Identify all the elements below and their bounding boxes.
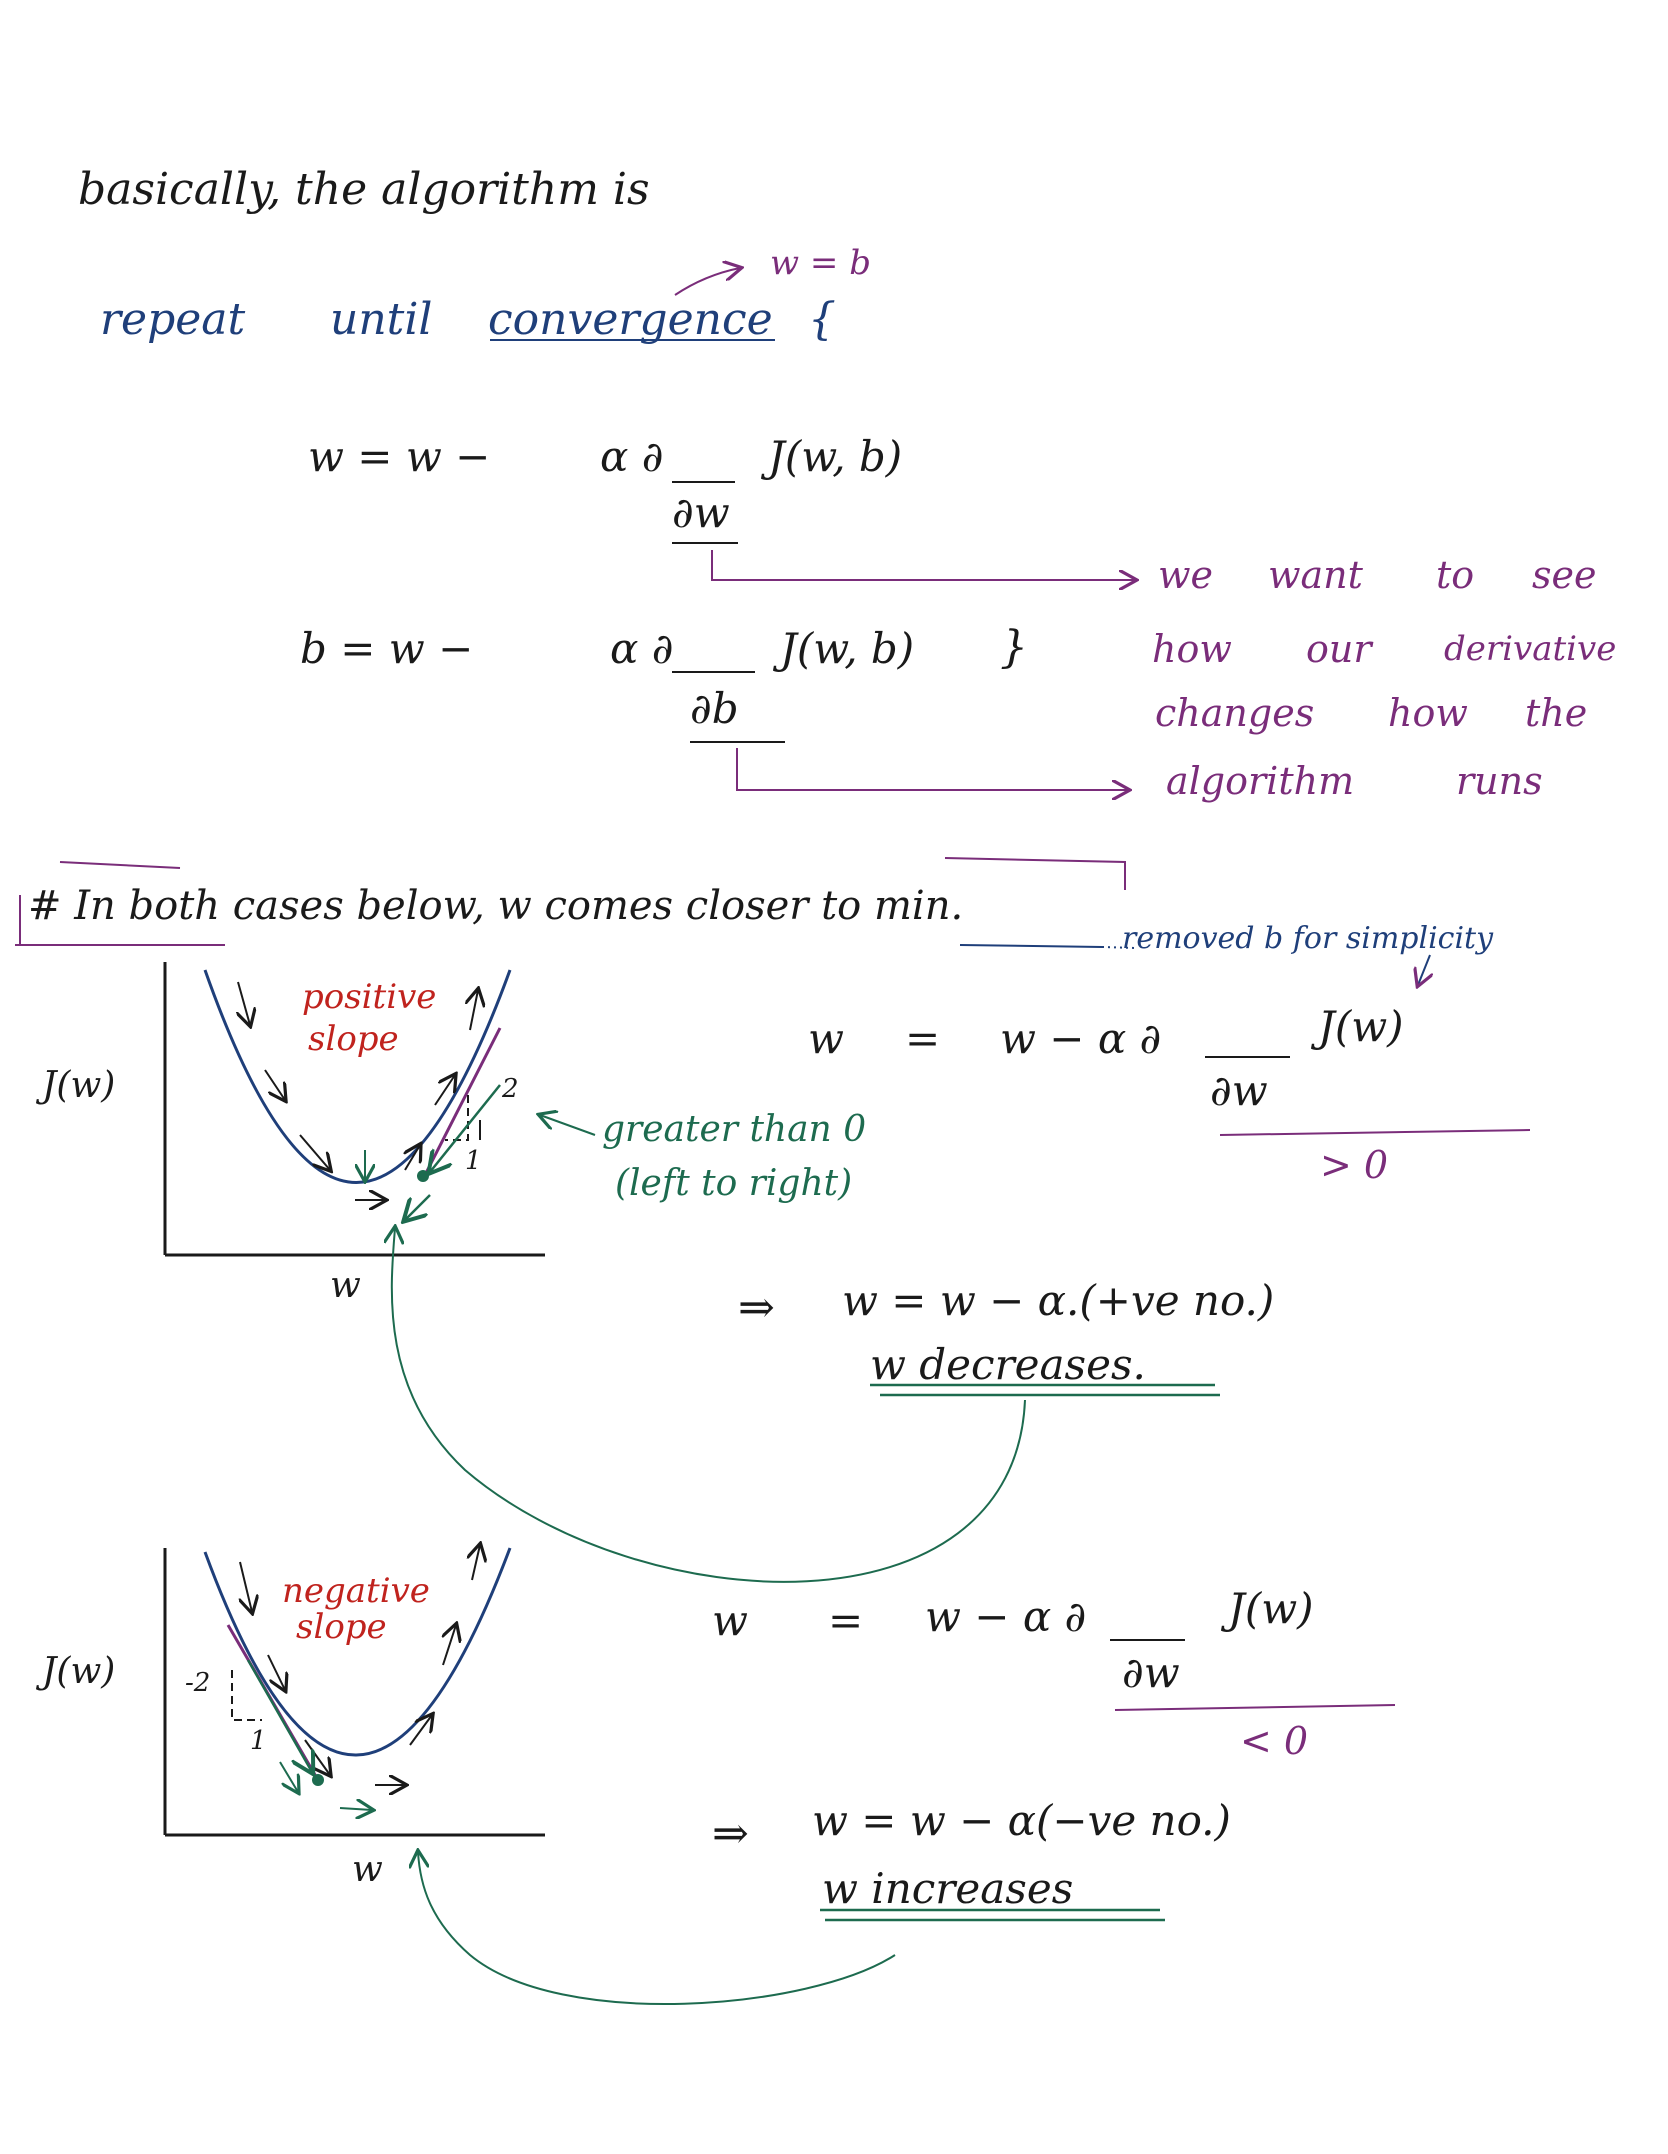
bracket-arrow-b xyxy=(736,748,1128,790)
convergence-annotation-arrow xyxy=(674,268,740,296)
note-word: how xyxy=(1152,627,1232,671)
negative-run: 1 xyxy=(250,1726,267,1756)
update-w-den: ∂w xyxy=(672,488,730,537)
loop-brace-open: { xyxy=(808,294,836,345)
graph-negative xyxy=(163,1545,545,1837)
note-word: runs xyxy=(1456,759,1543,803)
eq-positive-lhs: w xyxy=(808,1014,844,1063)
repeat-keyword: repeat xyxy=(100,294,246,345)
note-word: derivative xyxy=(1444,629,1617,669)
note-word: algorithm xyxy=(1166,759,1355,803)
note-word: we xyxy=(1158,553,1214,597)
decrease-loop-arrow xyxy=(392,1228,1026,1583)
note-word: want xyxy=(1268,553,1363,597)
eq-positive-result: w = w − α.(+ve no.) xyxy=(842,1276,1275,1325)
negative-slope-label-1: negative xyxy=(282,1571,430,1611)
update-w-func: J(w, b) xyxy=(768,432,903,481)
eq-positive-den: ∂w xyxy=(1210,1066,1268,1115)
bracket-arrow-w xyxy=(711,550,1135,580)
update-w-lhs: w = w − xyxy=(308,432,491,481)
negative-slope-label-2: slope xyxy=(296,1607,387,1647)
positive-run: 1 xyxy=(465,1146,482,1176)
update-b-func: J(w, b) xyxy=(780,624,915,673)
graph-negative-ylabel: J(w) xyxy=(42,1651,116,1692)
eq-negative-rhs: w − α ∂ xyxy=(925,1592,1087,1641)
loop-brace-close: } xyxy=(1000,622,1028,673)
negative-rise: -2 xyxy=(185,1668,211,1698)
left-to-right-note: (left to right) xyxy=(615,1163,853,1204)
note-word: changes xyxy=(1155,691,1315,735)
until-keyword: until xyxy=(330,294,433,345)
graph-positive-point xyxy=(417,1170,429,1182)
eq-negative-conclusion: w increases xyxy=(822,1864,1074,1913)
eq-negative-implies: ⇒ xyxy=(712,1808,749,1859)
positive-slope-label-2: slope xyxy=(308,1019,399,1059)
eq-negative-sign: < 0 xyxy=(1240,1719,1309,1763)
eq-positive-func: J(w) xyxy=(1318,1002,1404,1051)
graph-positive-xlabel: w xyxy=(330,1265,361,1306)
eq-negative-lhs: w xyxy=(712,1596,748,1645)
positive-rise: 2 xyxy=(502,1074,519,1104)
eq-negative-den: ∂w xyxy=(1122,1648,1180,1697)
note-word: our xyxy=(1306,627,1372,671)
update-b-alpha: α ∂ xyxy=(610,624,674,673)
greater-than-zero-note: greater than 0 xyxy=(602,1109,867,1150)
eq-negative-func: J(w) xyxy=(1228,1584,1314,1633)
graph-negative-curve xyxy=(203,1547,512,1757)
eq-positive-rhs: w − α ∂ xyxy=(1000,1014,1162,1063)
positive-slope-label-1: positive xyxy=(302,977,437,1017)
eq-positive-sign: > 0 xyxy=(1320,1143,1389,1187)
graph-positive-ylabel: J(w) xyxy=(42,1065,116,1106)
eq-negative-result: w = w − α(−ve no.) xyxy=(812,1796,1231,1845)
update-b-den: ∂b xyxy=(690,684,739,733)
update-w-alpha: α ∂ xyxy=(600,432,664,481)
eq-positive-conclusion: w decreases. xyxy=(870,1340,1146,1389)
intro-text: basically, the algorithm is xyxy=(78,164,650,215)
note-word: to xyxy=(1436,553,1475,597)
note-word: the xyxy=(1525,691,1588,735)
note-word: see xyxy=(1532,553,1597,597)
update-b-lhs: b = w − xyxy=(300,624,474,673)
convergence-word: convergence xyxy=(488,294,773,345)
eq-positive-eq: = xyxy=(905,1014,941,1063)
section-heading: # In both cases below, w comes closer to… xyxy=(28,883,964,929)
graph-negative-point xyxy=(312,1774,324,1786)
simplify-note: removed b for simplicity xyxy=(1122,921,1494,956)
increase-loop-arrow xyxy=(418,1852,896,2006)
eq-negative-eq: = xyxy=(828,1596,864,1645)
convergence-annotation: w = b xyxy=(770,243,871,283)
graph-negative-xlabel: w xyxy=(352,1849,383,1890)
graph-positive xyxy=(163,962,596,1257)
eq-positive-implies: ⇒ xyxy=(738,1282,775,1333)
note-word: how xyxy=(1388,691,1468,735)
